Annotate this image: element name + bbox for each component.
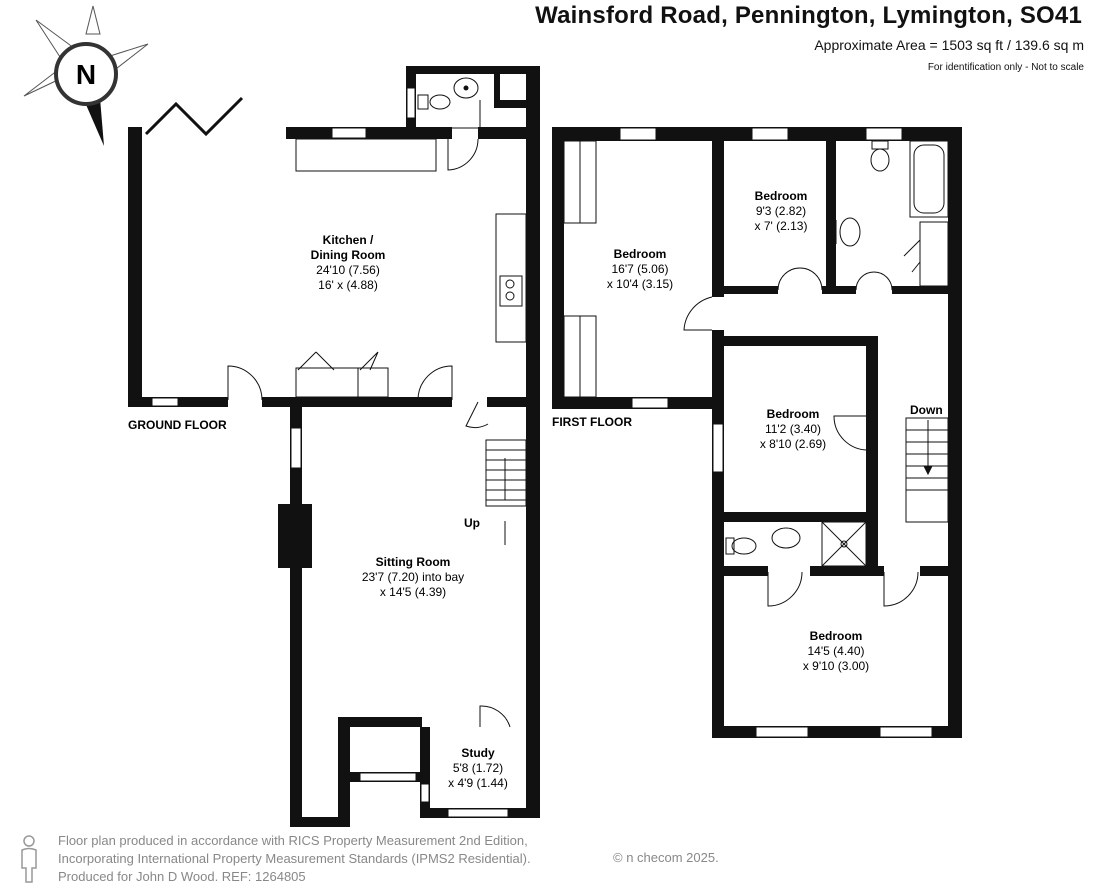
kitchen-name-2: Dining Room — [311, 248, 386, 262]
first-floor-doors — [683, 267, 919, 607]
bedroom-small-label: Bedroom 9'3 (2.82) x 7' (2.13) — [755, 189, 808, 233]
kitchen-label: Kitchen / Dining Room 24'10 (7.56) 16' x… — [311, 233, 386, 292]
bedroom-rear-dim-2: x 9'10 (3.00) — [803, 659, 869, 673]
identification-note: For identification only - Not to scale — [927, 62, 1084, 73]
wardrobes — [563, 140, 597, 398]
bedroom-large-dim-2: x 10'4 (3.15) — [607, 277, 673, 291]
study-name: Study — [461, 746, 495, 760]
sitting-room-dim-1: 23'7 (7.20) into bay — [362, 570, 464, 584]
study-label: Study 5'8 (1.72) x 4'9 (1.44) — [448, 746, 508, 790]
bedroom-small-name: Bedroom — [755, 189, 808, 203]
bedroom-large-name: Bedroom — [614, 247, 667, 261]
stairs-up-label: Up — [464, 516, 480, 530]
kitchen-dim-2: 16' x (4.88) — [318, 278, 378, 292]
kitchen-name-1: Kitchen / — [323, 233, 374, 247]
first-floor-windows — [619, 127, 933, 738]
wc-fittings — [417, 77, 479, 110]
ground-floor-windows — [151, 87, 509, 818]
footer-line-1: Floor plan produced in accordance with R… — [58, 833, 528, 848]
sitting-room-name: Sitting Room — [376, 555, 451, 569]
stairs-up — [485, 439, 527, 545]
stairs-down — [905, 417, 949, 523]
bedroom-mid-dim-1: 11'2 (3.40) — [765, 422, 821, 436]
copyright-brand: © n checom 2025. — [613, 850, 719, 865]
bedroom-large-dim-1: 16'7 (5.06) — [612, 262, 669, 276]
bedroom-rear-label: Bedroom 14'5 (4.40) x 9'10 (3.00) — [803, 629, 869, 673]
property-title: Wainsford Road, Pennington, Lymington, S… — [535, 2, 1082, 29]
ground-floor-walls — [128, 66, 540, 827]
compass-icon: N — [23, 5, 149, 146]
study-dim-1: 5'8 (1.72) — [453, 761, 503, 775]
bedroom-small-dim-2: x 7' (2.13) — [755, 219, 808, 233]
sitting-room-dim-2: x 14'5 (4.39) — [380, 585, 446, 599]
bedroom-rear-dim-1: 14'5 (4.40) — [808, 644, 865, 658]
approximate-area: Approximate Area = 1503 sq ft / 139.6 sq… — [814, 37, 1084, 53]
study-dim-2: x 4'9 (1.44) — [448, 776, 508, 790]
first-floor-label: FIRST FLOOR — [552, 415, 632, 429]
bathroom-fittings — [725, 140, 949, 567]
kitchen-dim-1: 24'10 (7.56) — [316, 263, 380, 277]
kitchen-fittings — [295, 138, 527, 398]
sitting-room-label: Sitting Room 23'7 (7.20) into bay x 14'5… — [362, 555, 464, 599]
conservatory-roof-line — [144, 96, 244, 137]
footer-notes: Floor plan produced in accordance with R… — [58, 832, 531, 886]
bedroom-rear-name: Bedroom — [810, 629, 863, 643]
ground-floor-doors — [227, 100, 511, 728]
footer-line-2: Incorporating International Property Mea… — [58, 851, 531, 866]
stairs-down-label: Down — [910, 403, 943, 417]
bedroom-mid-label: Bedroom 11'2 (3.40) x 8'10 (2.69) — [760, 407, 826, 451]
bedroom-large-label: Bedroom 16'7 (5.06) x 10'4 (3.15) — [607, 247, 673, 291]
bedroom-mid-name: Bedroom — [767, 407, 820, 421]
footer-line-3: Produced for John D Wood. REF: 1264805 — [58, 869, 306, 884]
ground-floor-label: GROUND FLOOR — [128, 418, 227, 432]
person-icon — [21, 835, 37, 883]
bedroom-mid-dim-2: x 8'10 (2.69) — [760, 437, 826, 451]
compass-north-label: N — [76, 59, 96, 90]
bedroom-small-dim-1: 9'3 (2.82) — [756, 204, 806, 218]
